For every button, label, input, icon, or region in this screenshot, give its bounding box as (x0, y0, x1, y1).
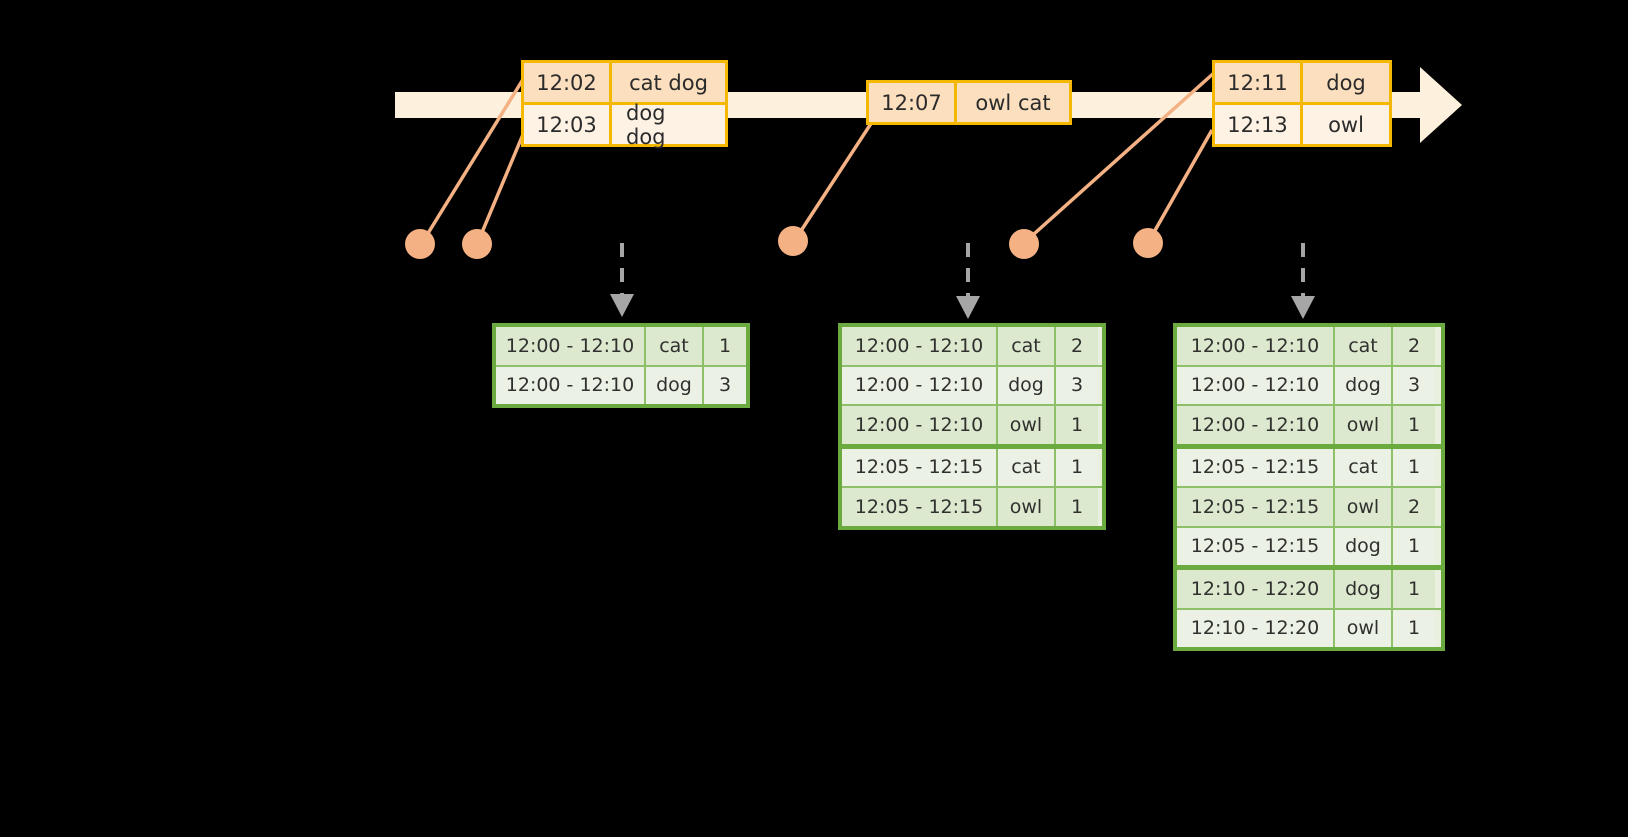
dot-1207 (778, 226, 808, 256)
cell-count: 1 (1393, 609, 1435, 647)
table-row[interactable]: 12:00 - 12:10 cat 2 (1177, 327, 1441, 367)
cell-window: 12:05 - 12:15 (1177, 527, 1335, 565)
cell-word: cat (998, 327, 1056, 365)
event-words: owl cat (957, 83, 1069, 122)
table-row[interactable]: 12:00 - 12:10 cat 2 (842, 327, 1102, 367)
event-group-1[interactable]: 12:02 cat dog 12:03 dog dog (521, 60, 728, 149)
event-row[interactable]: 12:03 dog dog (524, 101, 725, 149)
result-table-2[interactable]: 12:00 - 12:10 cat 2 12:00 - 12:10 dog 3 … (838, 323, 1106, 530)
cell-count: 1 (1393, 406, 1435, 444)
table-row[interactable]: 12:00 - 12:10 cat 1 (496, 327, 746, 367)
event-words: dog dog (612, 101, 725, 149)
cell-count: 3 (1056, 366, 1098, 404)
cell-window: 12:00 - 12:10 (496, 366, 646, 404)
cell-word: dog (1335, 366, 1393, 404)
event-row[interactable]: 12:07 owl cat (869, 83, 1069, 122)
event-row[interactable]: 12:02 cat dog (524, 63, 725, 102)
cell-count: 1 (1393, 527, 1435, 565)
cell-word: cat (998, 448, 1056, 486)
event-words: cat dog (612, 63, 725, 102)
table-row[interactable]: 12:00 - 12:10 owl 1 (842, 406, 1102, 449)
cell-count: 3 (1393, 366, 1435, 404)
event-time: 12:11 (1215, 63, 1303, 102)
cell-word: dog (646, 366, 704, 404)
result-table-1[interactable]: 12:00 - 12:10 cat 1 12:00 - 12:10 dog 3 (492, 323, 750, 408)
cell-count: 3 (704, 366, 746, 404)
cell-window: 12:05 - 12:15 (1177, 488, 1335, 526)
cell-window: 12:10 - 12:20 (1177, 570, 1335, 608)
cell-window: 12:00 - 12:10 (496, 327, 646, 365)
cell-window: 12:00 - 12:10 (842, 327, 998, 365)
table-row[interactable]: 12:05 - 12:15 dog 1 (1177, 527, 1441, 570)
table-row[interactable]: 12:05 - 12:15 owl 1 (842, 488, 1102, 526)
event-group-2[interactable]: 12:07 owl cat (866, 80, 1072, 125)
cell-count: 1 (704, 327, 746, 365)
cell-word: cat (646, 327, 704, 365)
cell-count: 1 (1393, 570, 1435, 608)
emit-arrow-2-head (956, 296, 980, 319)
table-row[interactable]: 12:05 - 12:15 owl 2 (1177, 488, 1441, 528)
table-row[interactable]: 12:00 - 12:10 dog 3 (1177, 366, 1441, 406)
dot-1211 (1009, 229, 1039, 259)
event-dots (405, 226, 1163, 259)
event-time: 12:13 (1215, 105, 1303, 144)
cell-word: dog (1335, 527, 1393, 565)
table-row[interactable]: 12:00 - 12:10 owl 1 (1177, 406, 1441, 449)
cell-count: 1 (1056, 448, 1098, 486)
connector-1213 (1147, 129, 1214, 242)
cell-word: cat (1335, 327, 1393, 365)
cell-window: 12:00 - 12:10 (1177, 327, 1335, 365)
cell-window: 12:05 - 12:15 (842, 448, 998, 486)
cell-word: dog (1335, 570, 1393, 608)
emit-arrow-3-head (1291, 296, 1315, 319)
event-group-3[interactable]: 12:11 dog 12:13 owl (1212, 60, 1392, 147)
cell-word: owl (998, 406, 1056, 444)
cell-word: owl (1335, 488, 1393, 526)
event-words: owl (1303, 105, 1389, 144)
cell-count: 2 (1056, 327, 1098, 365)
event-words: dog (1303, 63, 1389, 102)
cell-word: owl (998, 488, 1056, 526)
cell-window: 12:00 - 12:10 (1177, 406, 1335, 444)
emit-arrows (610, 243, 1315, 319)
cell-count: 1 (1056, 488, 1098, 526)
event-time: 12:02 (524, 63, 612, 102)
cell-window: 12:05 - 12:15 (842, 488, 998, 526)
dot-1202 (405, 229, 435, 259)
cell-word: cat (1335, 448, 1393, 486)
event-row[interactable]: 12:11 dog (1215, 63, 1389, 102)
table-row[interactable]: 12:05 - 12:15 cat 1 (1177, 448, 1441, 488)
cell-window: 12:00 - 12:10 (842, 406, 998, 444)
cell-window: 12:05 - 12:15 (1177, 448, 1335, 486)
connector-1203 (476, 131, 526, 243)
cell-word: dog (998, 366, 1056, 404)
cell-word: owl (1335, 609, 1393, 647)
result-table-3[interactable]: 12:00 - 12:10 cat 2 12:00 - 12:10 dog 3 … (1173, 323, 1445, 651)
connector-1207 (793, 121, 874, 241)
connector-1202 (420, 67, 532, 244)
event-time: 12:07 (869, 83, 957, 122)
table-row[interactable]: 12:10 - 12:20 dog 1 (1177, 570, 1441, 610)
dot-1203 (462, 229, 492, 259)
event-time: 12:03 (524, 105, 612, 144)
cell-count: 2 (1393, 488, 1435, 526)
event-row[interactable]: 12:13 owl (1215, 102, 1389, 144)
dot-1213 (1133, 228, 1163, 258)
cell-window: 12:00 - 12:10 (842, 366, 998, 404)
table-row[interactable]: 12:05 - 12:15 cat 1 (842, 448, 1102, 488)
cell-count: 1 (1056, 406, 1098, 444)
cell-word: owl (1335, 406, 1393, 444)
cell-window: 12:10 - 12:20 (1177, 609, 1335, 647)
cell-count: 1 (1393, 448, 1435, 486)
table-row[interactable]: 12:10 - 12:20 owl 1 (1177, 609, 1441, 647)
cell-window: 12:00 - 12:10 (1177, 366, 1335, 404)
cell-count: 2 (1393, 327, 1435, 365)
table-row[interactable]: 12:00 - 12:10 dog 3 (496, 366, 746, 404)
table-row[interactable]: 12:00 - 12:10 dog 3 (842, 366, 1102, 406)
emit-arrow-1-head (610, 294, 634, 317)
